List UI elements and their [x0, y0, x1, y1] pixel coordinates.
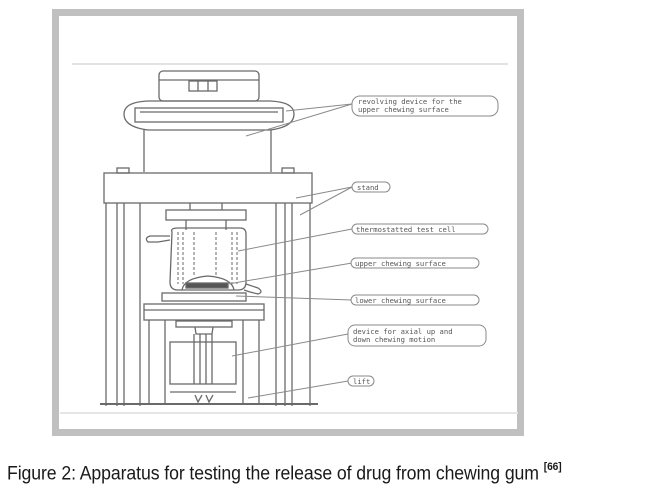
- axial-device: [100, 326, 318, 405]
- label-box-axial-device: [347, 324, 487, 347]
- caption-reference: [66]: [543, 461, 562, 473]
- caption-text: Figure 2: Apparatus for testing the rele…: [7, 463, 539, 485]
- label-test-cell: thermostatted test cell: [356, 225, 456, 234]
- stand: [103, 167, 313, 406]
- label-upper-surface: upper chewing surface: [355, 259, 446, 268]
- leader-lines: [227, 103, 353, 399]
- label-box-lift: [347, 375, 375, 387]
- apparatus-diagram: revolving device for the upper chewing s…: [60, 63, 518, 414]
- label-box-test-cell: [351, 223, 489, 235]
- label-stand: stand: [357, 183, 379, 192]
- label-box-upper-surface: [350, 257, 480, 269]
- revolving-device: [123, 70, 295, 172]
- label-axial-device-1: device for axial up and: [353, 327, 453, 336]
- label-revolving-device-2: upper chewing surface: [358, 105, 449, 114]
- figure-frame: [52, 9, 524, 436]
- label-axial-device-2: down chewing motion: [353, 335, 435, 344]
- label-box-revolving-device: [351, 95, 499, 117]
- test-cell: [145, 203, 262, 295]
- label-lift: lift: [353, 377, 370, 386]
- label-box-stand: [351, 181, 391, 193]
- label-lower-surface: lower chewing surface: [355, 296, 446, 305]
- lower-chewing-platform: [143, 292, 265, 405]
- label-revolving-device-1: revolving device for the: [358, 97, 462, 106]
- figure-caption: Figure 2: Apparatus for testing the rele…: [7, 461, 562, 485]
- label-box-lower-surface: [350, 294, 480, 306]
